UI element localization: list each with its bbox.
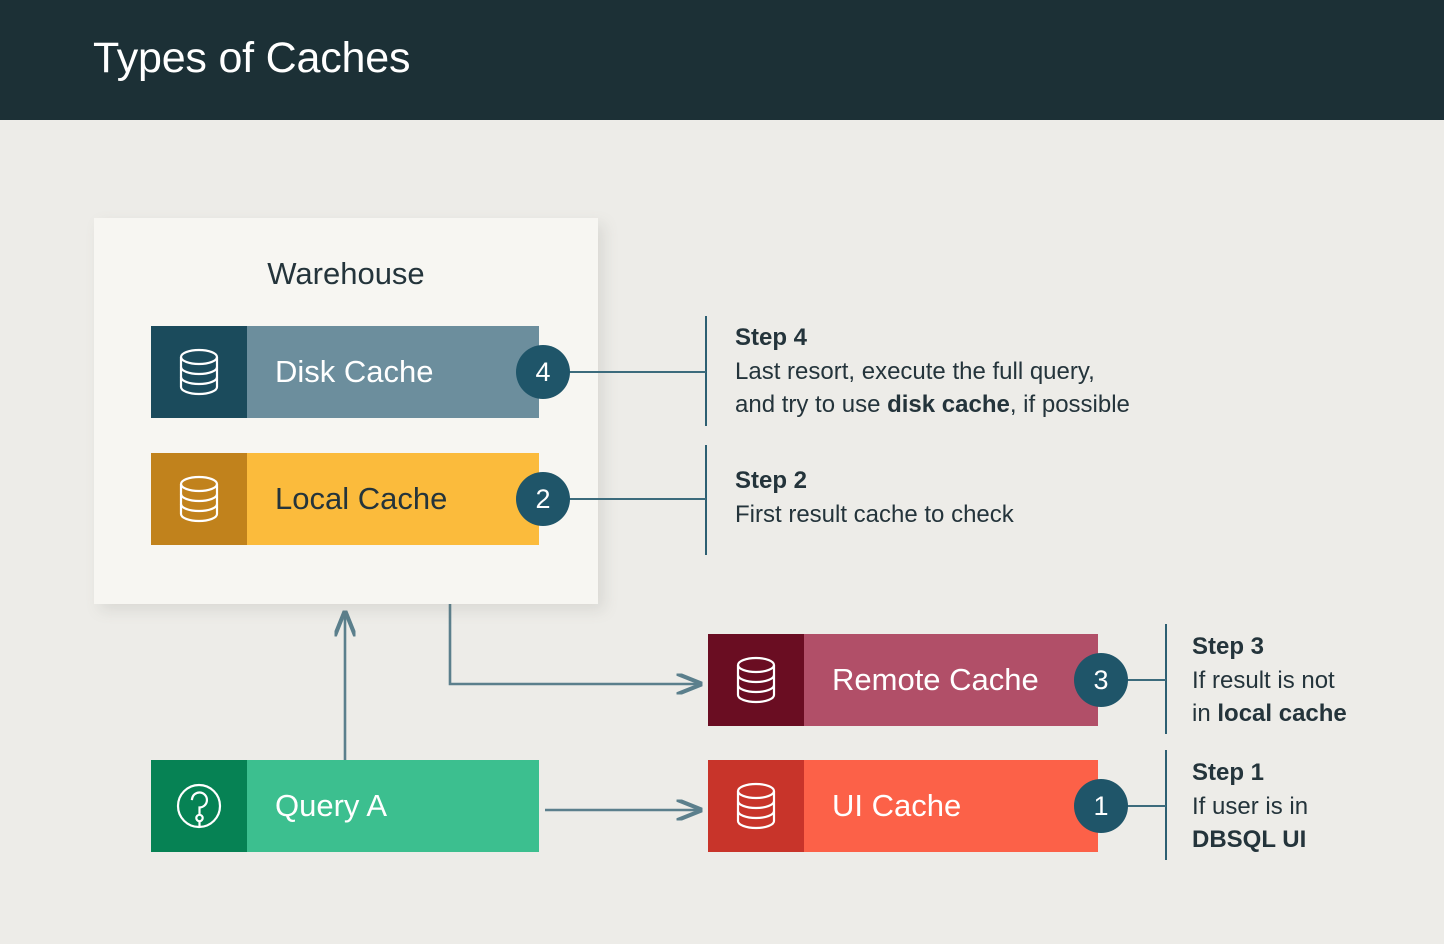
step-badge-2[interactable]: 2 <box>516 472 570 526</box>
question-mark-circle-icon-glyph <box>176 783 222 829</box>
step-3-line-2: in local cache <box>1192 697 1347 730</box>
step-1-text-block: Step 1 If user is in DBSQL UI <box>1192 759 1308 856</box>
remote-cache-body: Remote Cache <box>804 634 1098 726</box>
database-stack-icon-glyph <box>736 656 776 704</box>
step-1-bracket <box>1165 750 1167 860</box>
step-1-line-1: If user is in <box>1192 793 1309 820</box>
local-cache-bar[interactable]: Local Cache <box>151 453 539 545</box>
step-4-line-2-bold: disk cache <box>887 391 1010 418</box>
step-3-leader-line <box>1124 679 1166 681</box>
database-stack-icon <box>708 634 804 726</box>
step-1-line-2-bold: DBSQL UI <box>1192 826 1307 853</box>
step-4-text-block: Step 4 Last resort, execute the full que… <box>735 324 1130 421</box>
disk-cache-bar[interactable]: Disk Cache <box>151 326 539 418</box>
step-1-title: Step 1 <box>1192 759 1265 786</box>
step-3-line-2-bold: local cache <box>1217 700 1347 727</box>
diagram-canvas: Warehouse Disk Cache 4 Lo <box>0 120 1444 944</box>
step-4-line-2-rest: , if possible <box>1009 391 1130 418</box>
step-4-line-2-prefix: and try to use <box>735 391 888 418</box>
step-1-body: If user is in DBSQL UI <box>1192 790 1308 856</box>
disk-cache-label: Disk Cache <box>275 354 434 389</box>
database-stack-icon-glyph <box>179 475 219 523</box>
page-header: Types of Caches <box>0 0 1444 120</box>
disk-cache-body: Disk Cache <box>247 326 539 418</box>
page-title: Types of Caches <box>93 34 411 82</box>
database-stack-icon-glyph <box>179 348 219 396</box>
step-3-line-1: If result is not <box>1192 667 1335 694</box>
ui-cache-body: UI Cache <box>804 760 1098 852</box>
remote-cache-bar[interactable]: Remote Cache <box>708 634 1098 726</box>
step-4-line-2: and try to use disk cache, if possible <box>735 388 1130 421</box>
database-stack-icon <box>151 453 247 545</box>
step-3-bracket <box>1165 624 1167 734</box>
step-4-body: Last resort, execute the full query, and… <box>735 355 1130 421</box>
database-stack-icon <box>708 760 804 852</box>
local-cache-label: Local Cache <box>275 481 448 516</box>
warehouse-label: Warehouse <box>267 256 425 291</box>
step-3-text-block: Step 3 If result is not in local cache <box>1192 633 1347 730</box>
step-4-line-1: Last resort, execute the full query, <box>735 358 1095 385</box>
question-mark-circle-icon <box>151 760 247 852</box>
step-2-leader-line <box>566 498 706 500</box>
step-2-body: First result cache to check <box>735 498 1014 531</box>
step-2-title: Step 2 <box>735 467 808 494</box>
database-stack-icon <box>151 326 247 418</box>
step-badge-1[interactable]: 1 <box>1074 779 1128 833</box>
query-a-body: Query A <box>247 760 539 852</box>
local-cache-body: Local Cache <box>247 453 539 545</box>
remote-cache-label: Remote Cache <box>832 662 1039 697</box>
ui-cache-bar[interactable]: UI Cache <box>708 760 1098 852</box>
step-3-title: Step 3 <box>1192 633 1265 660</box>
step-2-text-block: Step 2 First result cache to check <box>735 467 1014 531</box>
step-2-line-1: First result cache to check <box>735 501 1014 528</box>
step-1-leader-line <box>1124 805 1166 807</box>
step-4-bracket <box>705 316 707 426</box>
step-2-bracket <box>705 445 707 555</box>
query-a-label: Query A <box>275 788 387 823</box>
step-badge-3[interactable]: 3 <box>1074 653 1128 707</box>
step-4-leader-line <box>566 371 706 373</box>
step-3-body: If result is not in local cache <box>1192 664 1347 730</box>
step-badge-4[interactable]: 4 <box>516 345 570 399</box>
step-4-title: Step 4 <box>735 324 808 351</box>
step-1-line-2: DBSQL UI <box>1192 823 1308 856</box>
database-stack-icon-glyph <box>736 782 776 830</box>
ui-cache-label: UI Cache <box>832 788 962 823</box>
step-3-line-2-prefix: in <box>1192 700 1218 727</box>
query-a-bar[interactable]: Query A <box>151 760 539 852</box>
